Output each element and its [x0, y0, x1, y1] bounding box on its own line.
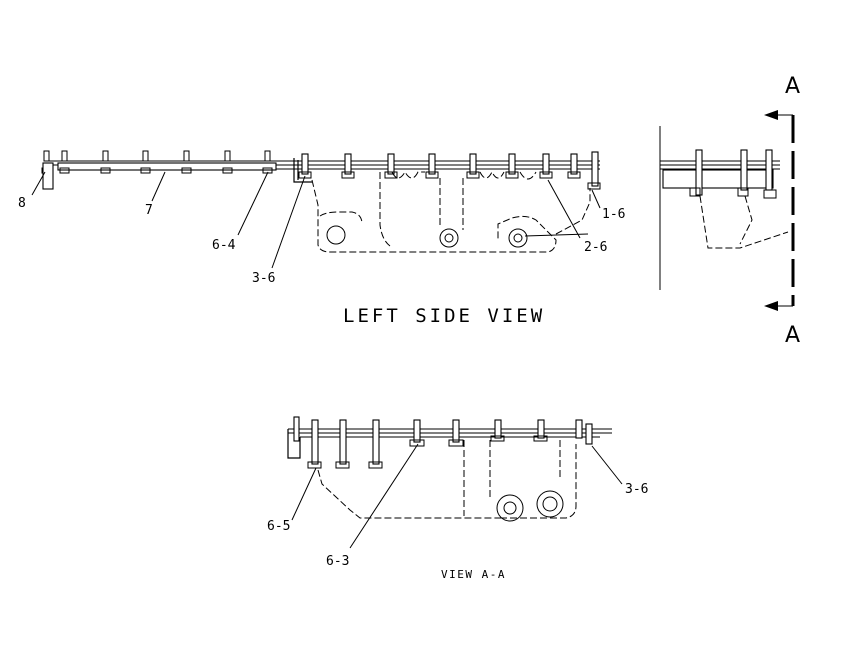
view-a-a	[287, 416, 623, 549]
guard-bar	[57, 162, 277, 171]
callout-6-3: 6-3	[326, 554, 349, 569]
left-side-view	[31, 150, 601, 269]
callout-2-6: 2-6	[584, 240, 607, 255]
callout-3-6-bottom: 3-6	[625, 482, 648, 497]
pan-bolts	[298, 151, 601, 190]
callout-6-5: 6-5	[267, 519, 290, 534]
section-marker-bottom: A	[785, 323, 800, 348]
callout-6-4: 6-4	[212, 238, 236, 253]
callout-1-6: 1-6	[602, 207, 625, 222]
callout-8: 8	[18, 196, 26, 211]
section-cut-detail	[659, 126, 789, 290]
callout-3-6-top: 3-6	[252, 271, 275, 286]
cutting-plane-a	[764, 110, 795, 311]
left-side-view-title: LEFT SIDE VIEW	[343, 305, 545, 327]
end-block	[42, 162, 54, 190]
view-a-a-title: VIEW A-A	[441, 568, 506, 581]
section-marker-top: A	[785, 74, 800, 99]
callout-7: 7	[145, 203, 153, 218]
